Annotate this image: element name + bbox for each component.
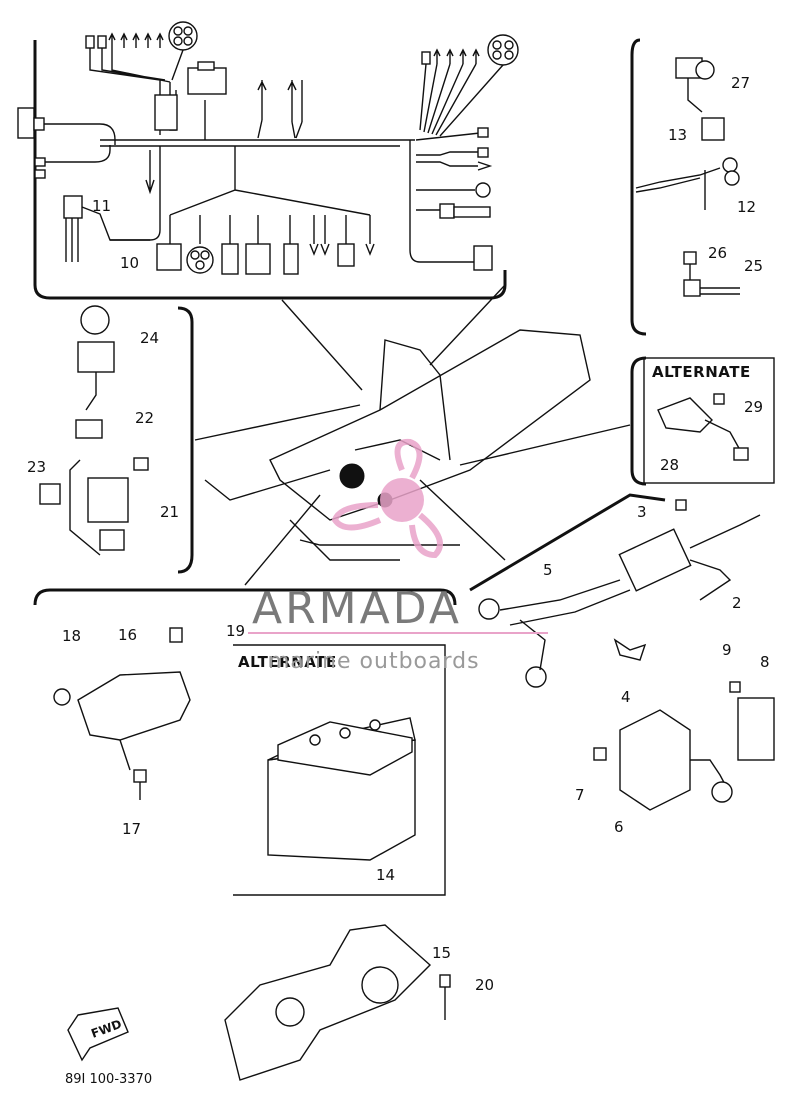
- callout-24: 24: [140, 329, 159, 347]
- callout-7: 7: [575, 786, 585, 804]
- callout-10: 10: [120, 254, 139, 272]
- callout-22: 22: [135, 409, 154, 427]
- callout-28: 28: [660, 456, 679, 474]
- callout-27: 27: [731, 74, 750, 92]
- harness-group: [17, 21, 519, 300]
- callout-19: 19: [226, 622, 245, 640]
- callout-17: 17: [122, 820, 141, 838]
- cdi-group: [593, 681, 775, 811]
- callout-16: 16: [118, 626, 137, 644]
- callout-14: 14: [376, 866, 395, 884]
- callout-8: 8: [760, 653, 770, 671]
- callout-20: 20: [475, 976, 494, 994]
- callout-26: 26: [708, 244, 727, 262]
- snowmobile-outline: [194, 284, 631, 586]
- callout-11: 11: [92, 197, 111, 215]
- armada-watermark: ARMADA marine outboards: [248, 438, 548, 674]
- watermark-logo-icon: [331, 438, 443, 559]
- callout-12: 12: [737, 198, 756, 216]
- watermark-brand: ARMADA: [252, 583, 462, 634]
- fwd-arrow-icon: FWD: [67, 1007, 129, 1062]
- callout-4: 4: [621, 688, 631, 706]
- callout-25: 25: [744, 257, 763, 275]
- alternate-box-right: [630, 356, 775, 486]
- callout-2: 2: [732, 594, 742, 612]
- callout-3: 3: [637, 503, 647, 521]
- left-middle-group: [39, 305, 194, 574]
- callout-9: 9: [722, 641, 732, 659]
- bracket-group: [53, 627, 191, 800]
- coil-group: [469, 493, 761, 688]
- alternate-label-battery: ALTERNATE: [238, 653, 337, 671]
- watermark-tagline: marine outboards: [268, 649, 480, 674]
- alternate-label-right: ALTERNATE: [652, 363, 751, 381]
- callout-6: 6: [614, 818, 624, 836]
- callout-15: 15: [432, 944, 451, 962]
- callout-13: 13: [668, 126, 687, 144]
- alternate-box-battery: [33, 588, 457, 896]
- callout-18: 18: [62, 627, 81, 645]
- part-code: 89I 100-3370: [65, 1072, 152, 1087]
- right-upper-group: [630, 38, 740, 336]
- callout-29: 29: [744, 398, 763, 416]
- callout-23: 23: [27, 458, 46, 476]
- callout-5: 5: [543, 561, 553, 579]
- callout-21: 21: [160, 503, 179, 521]
- battery-tray: [224, 924, 451, 1081]
